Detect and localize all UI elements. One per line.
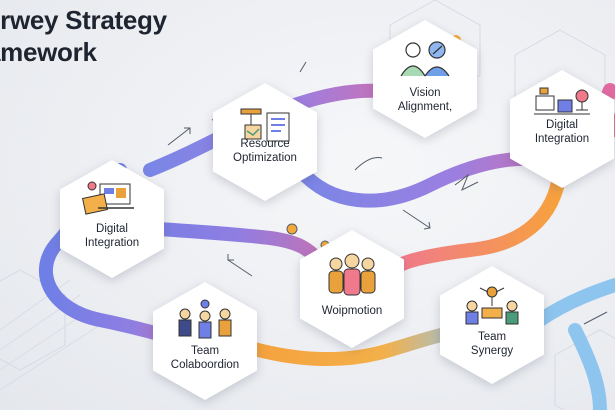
- node-digital-integration-left[interactable]: Digital Integration: [60, 160, 164, 278]
- node-label-line-2: Optimization: [233, 152, 297, 164]
- node-woipmotion[interactable]: Woipmotion: [300, 230, 404, 348]
- node-label-line-2: Integration: [84, 237, 140, 249]
- node-label-line-1: Team: [190, 345, 220, 357]
- node-vision-alignment[interactable]: Vision Alignment,: [373, 20, 477, 138]
- node-label-line-1: Resource: [240, 138, 290, 150]
- team-meeting-icon: [153, 298, 257, 342]
- node-resource-optimization[interactable]: Resource Optimization: [213, 83, 317, 201]
- node-label-line-2: Colaboordion: [170, 359, 240, 371]
- node-label-line-1: Vision: [409, 87, 441, 99]
- node-team-synergy[interactable]: Team Synergy: [440, 266, 544, 384]
- node-label-line-2: Integration: [534, 133, 590, 145]
- node-team-collaboration[interactable]: Team Colaboordion: [153, 282, 257, 400]
- node-label-line-2: Synergy: [470, 345, 514, 357]
- node-label-line-1: Team: [477, 331, 507, 343]
- title-line-1: erwey Strategy: [0, 5, 167, 35]
- devices-icon: [510, 82, 614, 126]
- dashboard-icon: [213, 103, 317, 147]
- node-label-line-1: Woipmotion: [321, 305, 383, 317]
- people-target-icon: [373, 36, 477, 80]
- team-network-icon: [440, 284, 544, 328]
- page-title: erwey Strategy amework: [0, 4, 167, 68]
- title-line-2: amework: [0, 37, 97, 67]
- node-label-line-1: Digital: [96, 223, 128, 235]
- node-label-line-1: Digital: [546, 119, 578, 131]
- group-people-icon: [300, 252, 404, 296]
- node-label-line-2: Alignment,: [397, 101, 453, 113]
- node-digital-integration-right[interactable]: Digital Integration: [510, 70, 614, 188]
- laptop-icon: [60, 178, 164, 222]
